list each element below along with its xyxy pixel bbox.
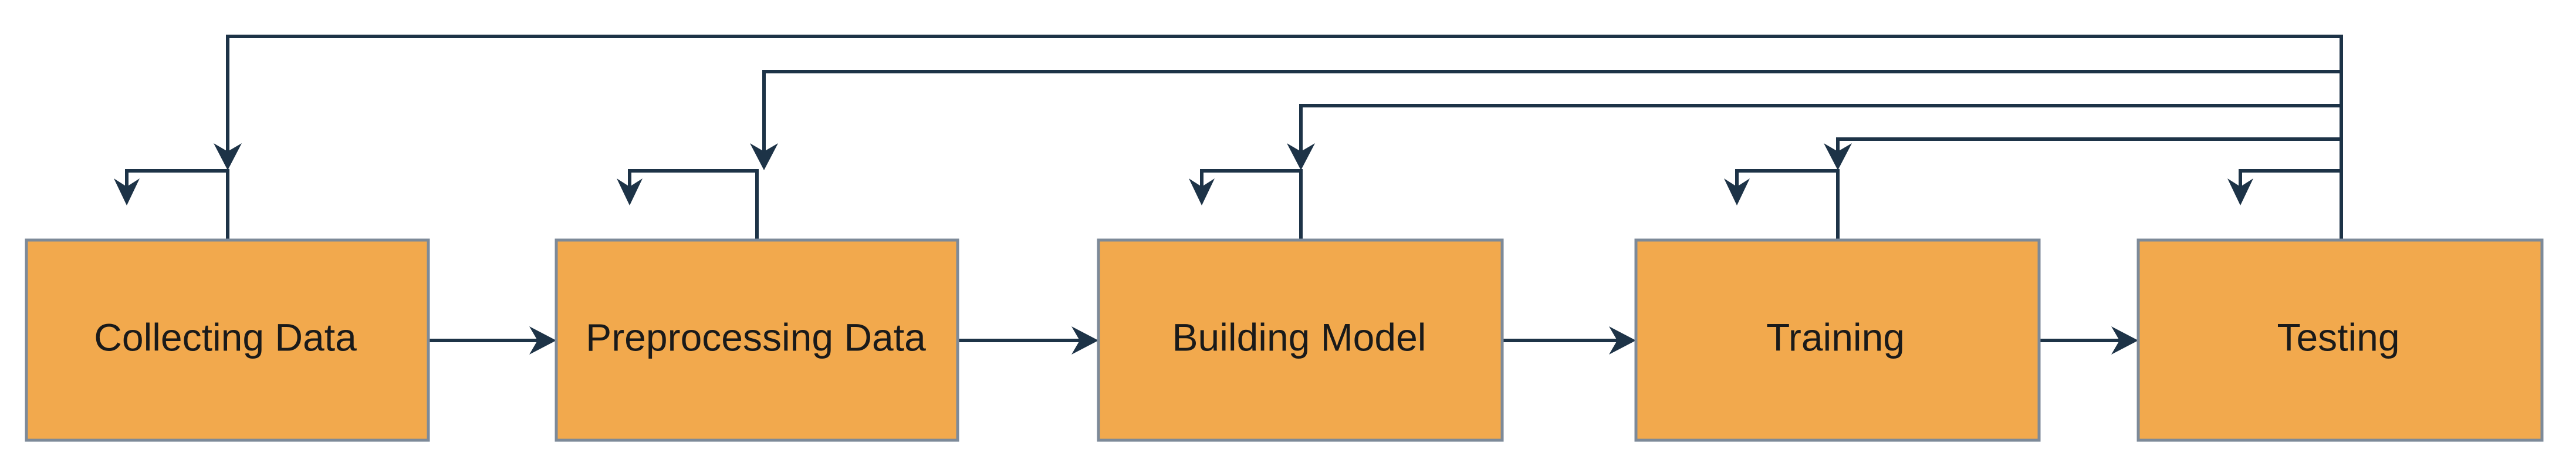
edge-collecting-data-self-loop <box>125 169 229 239</box>
edge-testing-to-preprocessing-data <box>762 70 2341 154</box>
edge-training-to-testing-arrowhead <box>2111 326 2138 355</box>
self-loop-edges <box>114 169 2341 239</box>
feedback-edges <box>214 35 2343 239</box>
edge-testing-to-training <box>1836 137 2341 154</box>
node-box <box>2136 238 2544 442</box>
node-box <box>25 238 430 442</box>
edge-building-model-self-loop-arrowhead <box>1189 178 1215 205</box>
node-label: Preprocessing Data <box>586 315 926 359</box>
node-testing: Testing <box>2136 238 2544 442</box>
edge-building-to-training-arrowhead <box>1609 326 1636 355</box>
forward-edges <box>428 326 2138 355</box>
node-box <box>555 238 959 442</box>
process-nodes: Collecting Data Preprocessing Data Build… <box>25 238 2544 442</box>
node-box <box>1634 238 2041 442</box>
node-building-model: Building Model <box>1097 238 1504 442</box>
node-preprocessing-data: Preprocessing Data <box>555 238 959 442</box>
node-box <box>1097 238 1504 442</box>
edge-testing-to-training-arrowhead <box>1824 143 1852 170</box>
edge-testing-self-loop <box>2239 169 2341 189</box>
edge-testing-self-loop-arrowhead <box>2227 178 2253 205</box>
edge-preprocessing-to-building-arrowhead <box>1071 326 1098 355</box>
node-label: Collecting Data <box>94 315 357 359</box>
node-label: Testing <box>2277 315 2399 359</box>
node-collecting-data: Collecting Data <box>25 238 430 442</box>
edge-preprocessing-data-self-loop-arrowhead <box>617 178 643 205</box>
edge-testing-to-building-model <box>1299 104 2341 154</box>
edge-training-self-loop-arrowhead <box>1724 178 1750 205</box>
node-training: Training <box>1634 238 2041 442</box>
edge-testing-to-building-model-arrowhead <box>1287 143 1315 170</box>
edge-preprocessing-data-self-loop <box>628 169 759 239</box>
edge-training-self-loop <box>1735 169 1840 239</box>
edge-testing-to-preprocessing-data-arrowhead <box>750 143 778 170</box>
edge-testing-to-collecting-data-arrowhead <box>214 143 242 170</box>
edge-collecting-data-self-loop-arrowhead <box>114 178 140 205</box>
node-label: Training <box>1766 315 1905 359</box>
edge-collecting-to-preprocessing-arrowhead <box>529 326 556 355</box>
node-label: Building Model <box>1172 315 1426 359</box>
edge-building-model-self-loop <box>1200 169 1303 239</box>
